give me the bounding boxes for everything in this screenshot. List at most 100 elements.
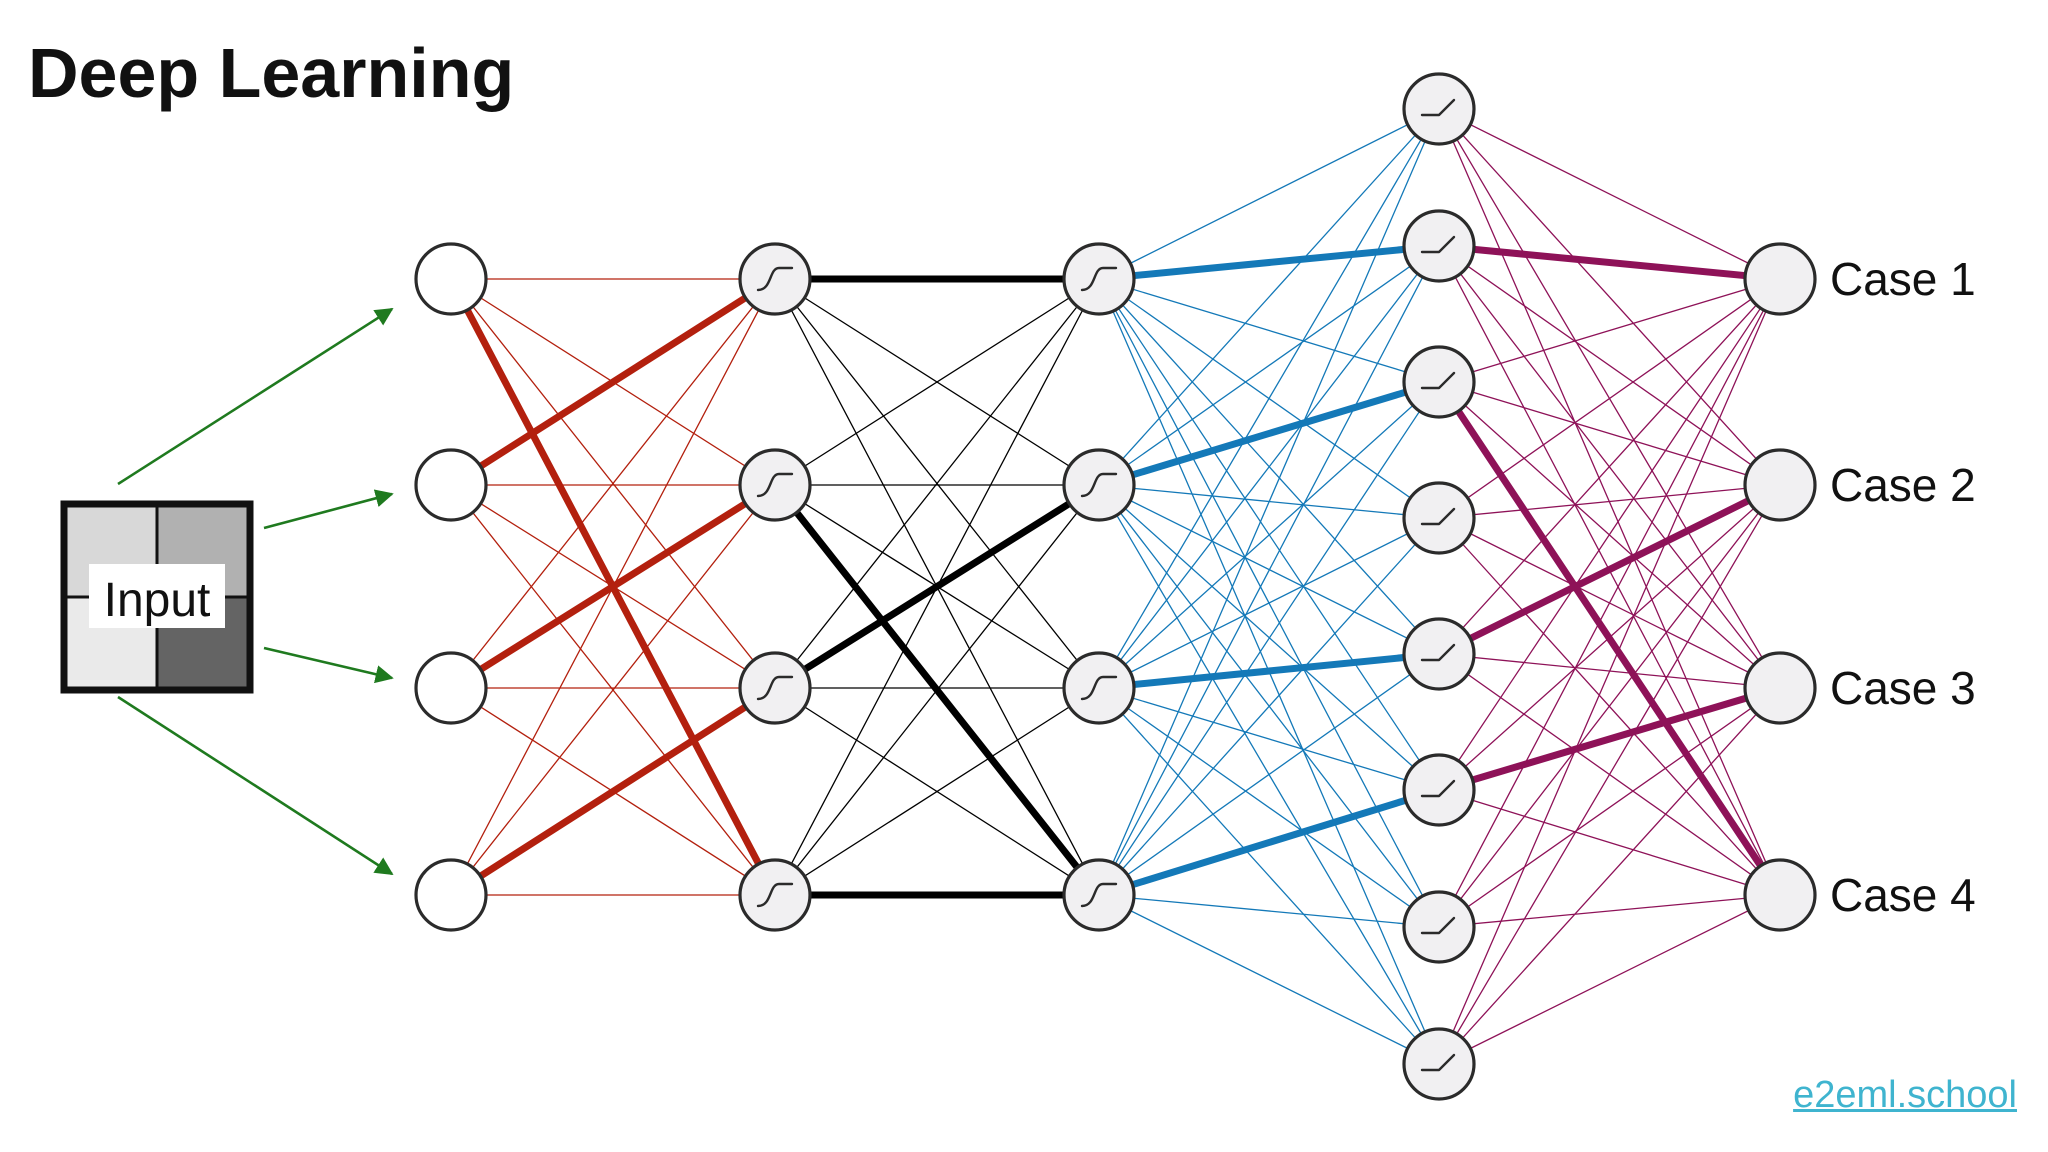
output-label-case-3: Case 3 (1830, 662, 1976, 714)
connection-3-2-6 (1098, 687, 1440, 928)
connection-4-6-2 (1438, 687, 1781, 928)
output-layer-node-4 (1743, 858, 1817, 932)
output-layer-node-1 (1743, 242, 1817, 316)
connection-1-3-1 (450, 484, 776, 896)
connection-4-5-3 (1438, 789, 1781, 896)
connection-2-3-2 (774, 687, 1100, 896)
strong-connection-3-1-2 (1095, 378, 1443, 489)
relu-icon (1420, 643, 1456, 662)
relu-icon (1420, 98, 1456, 117)
hidden-layer-2-node-4 (1062, 858, 1136, 932)
input-arrow-4 (117, 695, 394, 876)
credit-link[interactable]: e2eml.school (1793, 1074, 2017, 1116)
connection-4-5-0 (1438, 278, 1781, 791)
strong-connection-3-0-1 (1095, 242, 1443, 283)
connection-3-0-2 (1098, 278, 1440, 383)
strong-connection-2-2-1 (771, 481, 1103, 692)
connection-3-3-0 (1098, 108, 1440, 896)
input-image: Input (60, 500, 254, 694)
connection-4-7-0 (1438, 278, 1781, 1065)
hidden-layer-3-node-8 (1402, 1027, 1476, 1101)
connection-2-2-0 (774, 278, 1100, 689)
strong-connection-3-2-4 (1095, 650, 1443, 692)
hidden-layer-3-node-1 (1402, 72, 1476, 146)
strong-connection-1-3-2 (447, 684, 779, 899)
output-label-case-1: Case 1 (1830, 253, 1976, 305)
relu-icon (1420, 779, 1456, 798)
connection-3-1-0 (1098, 108, 1440, 486)
connection-4-3-0 (1438, 278, 1781, 519)
connection-3-3-6 (1098, 894, 1440, 928)
connection-4-0-1 (1438, 108, 1781, 486)
connection-3-3-3 (1098, 517, 1440, 896)
strong-connection-1-1-0 (447, 275, 779, 489)
connection-3-0-0 (1098, 108, 1440, 280)
connection-3-2-7 (1098, 687, 1440, 1065)
hidden-layer-1-node-4 (738, 858, 812, 932)
connection-2-1-0 (774, 278, 1100, 486)
connection-3-2-2 (1098, 381, 1440, 689)
strong-connection-4-1-0 (1435, 242, 1784, 283)
connection-4-1-1 (1438, 245, 1781, 486)
connection-3-3-7 (1098, 894, 1440, 1065)
sigmoid-icon (756, 882, 794, 908)
page-title: Deep Learning (28, 34, 515, 112)
sigmoid-icon (1080, 472, 1118, 498)
strong-connection-4-5-2 (1435, 684, 1784, 794)
connection-4-7-2 (1438, 687, 1781, 1065)
connection-3-3-1 (1098, 245, 1440, 896)
connection-3-3-2 (1098, 381, 1440, 896)
hidden-layer-3-node-2 (1402, 209, 1476, 283)
connection-3-2-3 (1098, 517, 1440, 689)
hidden-layer-2-node-2 (1062, 448, 1136, 522)
output-label-case-4: Case 4 (1830, 869, 1976, 921)
connection-3-2-5 (1098, 687, 1440, 791)
connection-4-6-1 (1438, 484, 1781, 928)
relu-icon (1420, 1053, 1456, 1072)
hidden-layer-1-node-1 (738, 242, 812, 316)
input-arrow-2 (263, 489, 394, 530)
hidden-layer-3-node-5 (1402, 617, 1476, 691)
connection-4-3-1 (1438, 484, 1781, 519)
input-arrow-3 (263, 646, 394, 684)
sigmoid-icon (1080, 882, 1118, 908)
hidden-layer-1-node-3 (738, 651, 812, 725)
relu-icon (1420, 235, 1456, 254)
connection-4-6-0 (1438, 278, 1781, 928)
connection-4-7-1 (1438, 484, 1781, 1065)
connection-4-0-0 (1438, 108, 1781, 280)
connection-4-2-0 (1438, 278, 1781, 383)
relu-icon (1420, 371, 1456, 390)
sigmoid-icon (1080, 266, 1118, 292)
input-layer-node-4 (414, 858, 488, 932)
connection-3-2-1 (1098, 245, 1440, 689)
input-layer-node-1 (414, 242, 488, 316)
output-layer-node-3 (1743, 651, 1817, 725)
input-arrow-1 (117, 307, 394, 486)
relu-icon (1420, 916, 1456, 935)
hidden-layer-3-node-6 (1402, 753, 1476, 827)
connection-3-2-0 (1098, 108, 1440, 689)
sigmoid-icon (756, 675, 794, 701)
hidden-layer-2-node-3 (1062, 651, 1136, 725)
strong-connection-3-3-5 (1095, 786, 1443, 899)
hidden-layer-2-node-1 (1062, 242, 1136, 316)
connection-4-6-3 (1438, 894, 1781, 928)
connection-3-1-1 (1098, 245, 1440, 486)
input-layer-node-3 (414, 651, 488, 725)
sigmoid-icon (756, 472, 794, 498)
strong-connection-2-1-3 (771, 481, 1103, 899)
strong-connection-1-2-1 (447, 481, 779, 692)
output-layer-node-2 (1743, 448, 1817, 522)
input-layer-node-2 (414, 448, 488, 522)
strong-connection-4-4-1 (1435, 481, 1784, 658)
connection-1-2-0 (450, 278, 776, 689)
output-label-case-2: Case 2 (1830, 459, 1976, 511)
hidden-layer-3-node-4 (1402, 481, 1476, 555)
connection-4-4-0 (1438, 278, 1781, 655)
sigmoid-icon (756, 266, 794, 292)
input-label: Input (104, 574, 211, 627)
sigmoid-icon (1080, 675, 1118, 701)
